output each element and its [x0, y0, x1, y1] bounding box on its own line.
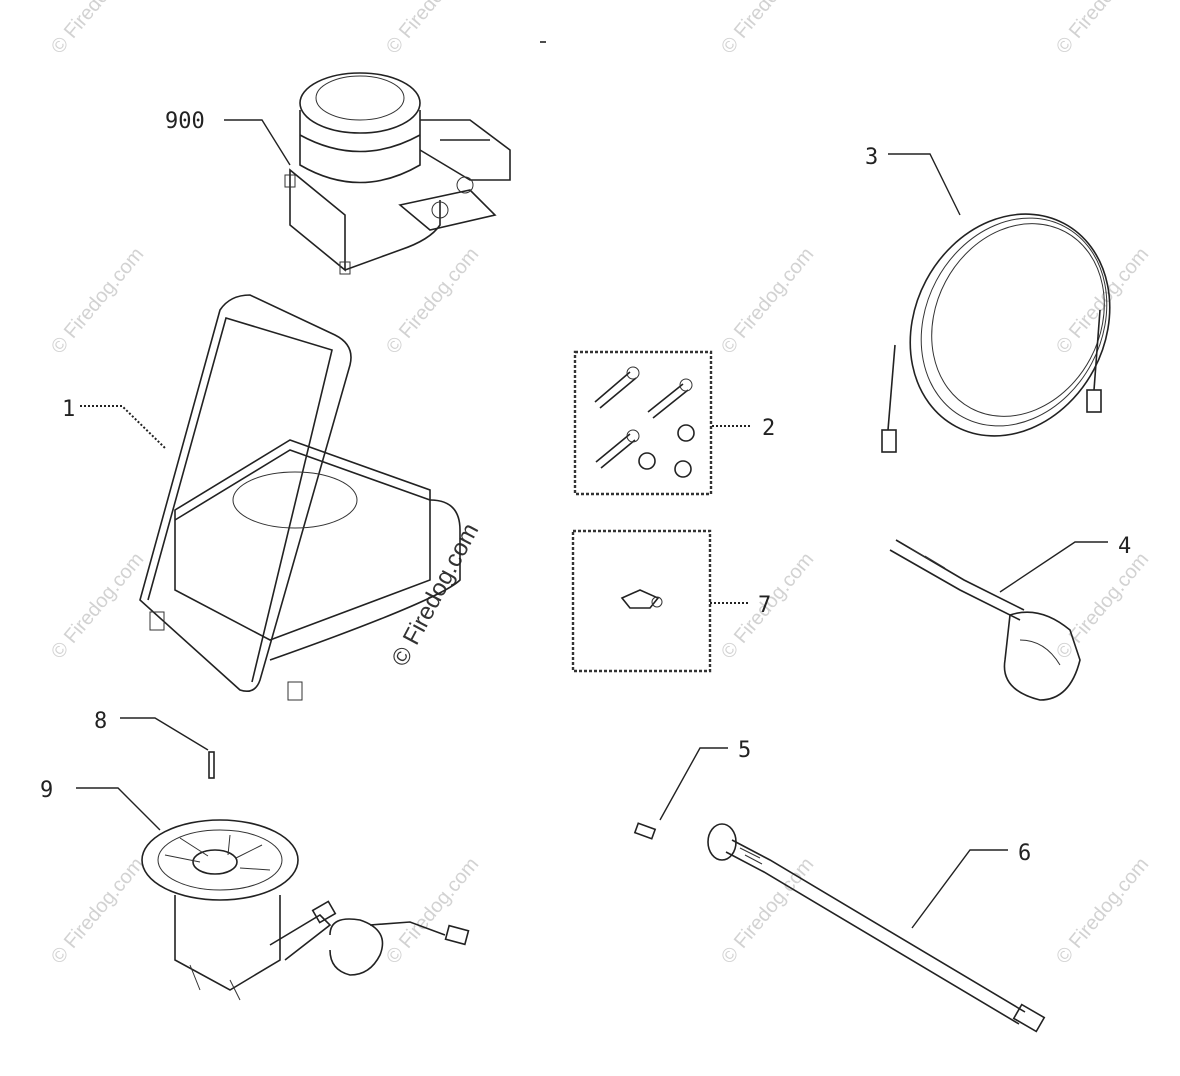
watermark: © Firedog.com — [47, 243, 148, 358]
fitting-kit-part[interactable] — [571, 529, 712, 673]
watermark: © Firedog.com — [1052, 548, 1153, 663]
leader-line — [120, 717, 209, 751]
leader-line — [76, 787, 161, 831]
leader-line — [888, 153, 961, 216]
watermark: © Firedog.com — [717, 0, 818, 58]
watermark: © Firedog.com — [1052, 0, 1153, 58]
callout-number: 900 — [165, 109, 205, 134]
watermark: © Firedog.com — [47, 853, 148, 968]
watermark: © Firedog.com — [1052, 243, 1153, 358]
watermark: © Firedog.com — [717, 243, 818, 358]
watermark: © Firedog.com — [1052, 853, 1153, 968]
callout-number: 4 — [1118, 534, 1131, 559]
callout-4: 4 — [999, 534, 1131, 593]
spray-wand-part[interactable] — [707, 823, 1046, 1033]
spray-gun-part[interactable] — [889, 539, 1081, 701]
key-pin-part[interactable] — [208, 751, 215, 779]
watermark: © Firedog.com — [382, 853, 483, 968]
callout-7: 7 — [710, 593, 771, 618]
leader-line — [659, 747, 728, 821]
callout-8: 8 — [94, 709, 209, 751]
callout-3: 3 — [865, 145, 961, 216]
watermark: © Firedog.com — [47, 0, 148, 58]
high-pressure-hose-part[interactable] — [872, 179, 1148, 471]
watermark-layer: © Firedog.com © Firedog.com © Firedog.co… — [47, 0, 1153, 968]
callout-9: 9 — [40, 778, 161, 831]
nozzle-part[interactable] — [633, 822, 657, 840]
callout-1: 1 — [62, 397, 166, 449]
leader-line — [224, 119, 291, 166]
callout-number: 6 — [1018, 841, 1031, 866]
callout-number: 8 — [94, 709, 107, 734]
hardware-kit-part[interactable] — [573, 350, 713, 496]
watermark: © Firedog.com — [382, 0, 483, 58]
callout-5: 6 — [911, 841, 1031, 929]
callout-number: 2 — [762, 416, 775, 441]
callout-number: 5 — [738, 738, 751, 763]
leader-line — [911, 849, 1008, 929]
callout-number: 9 — [40, 778, 53, 803]
callout-number: 7 — [758, 593, 771, 618]
leader-line — [80, 405, 166, 449]
watermark: © Firedog.com — [47, 548, 148, 663]
callout-2: 2 — [712, 416, 775, 441]
callout-number: 1 — [62, 397, 75, 422]
callout-900: 900 — [165, 109, 291, 166]
callout-number: 3 — [865, 145, 878, 170]
leader-line — [999, 541, 1108, 593]
watermark: © Firedog.com — [382, 243, 483, 358]
callout-6: 5 — [659, 738, 751, 821]
pump-part[interactable] — [141, 819, 470, 1001]
engine-part[interactable] — [284, 72, 511, 275]
frame-part[interactable] — [139, 294, 461, 701]
watermark: © Firedog.com — [717, 853, 818, 968]
